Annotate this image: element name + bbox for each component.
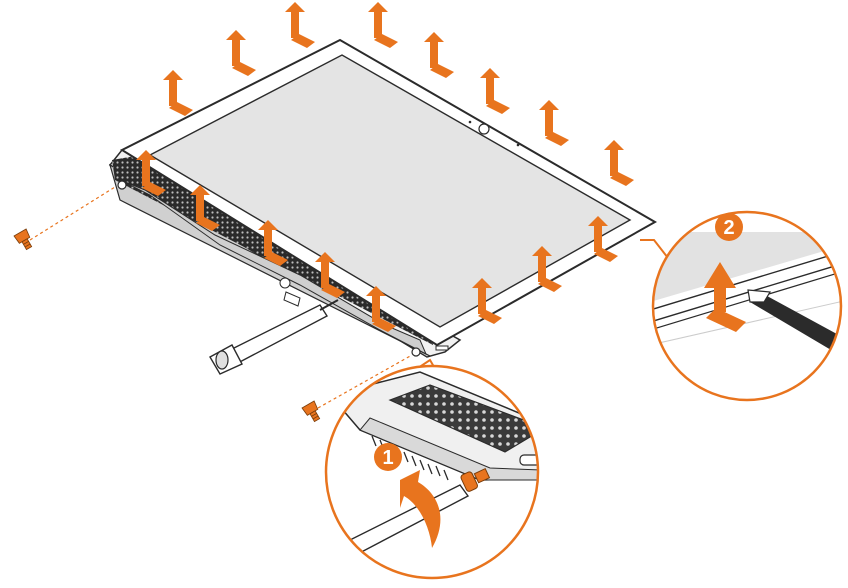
callout-step-2: 2 — [640, 210, 843, 402]
callout-step-1: 1 — [324, 358, 540, 580]
monitor-body — [108, 38, 658, 358]
camera-icon — [468, 120, 520, 147]
step-2-badge: 2 — [715, 213, 743, 241]
svg-text:1: 1 — [382, 447, 393, 469]
rotate-arrow-icon — [400, 470, 441, 548]
step-1-badge: 1 — [374, 443, 402, 471]
speaker-grille — [112, 156, 434, 345]
display-panel — [148, 54, 632, 328]
pry-tool-icon — [750, 290, 841, 360]
screwdriver-icon — [209, 299, 339, 375]
svg-text:2: 2 — [723, 217, 734, 239]
screw-left — [13, 186, 116, 252]
